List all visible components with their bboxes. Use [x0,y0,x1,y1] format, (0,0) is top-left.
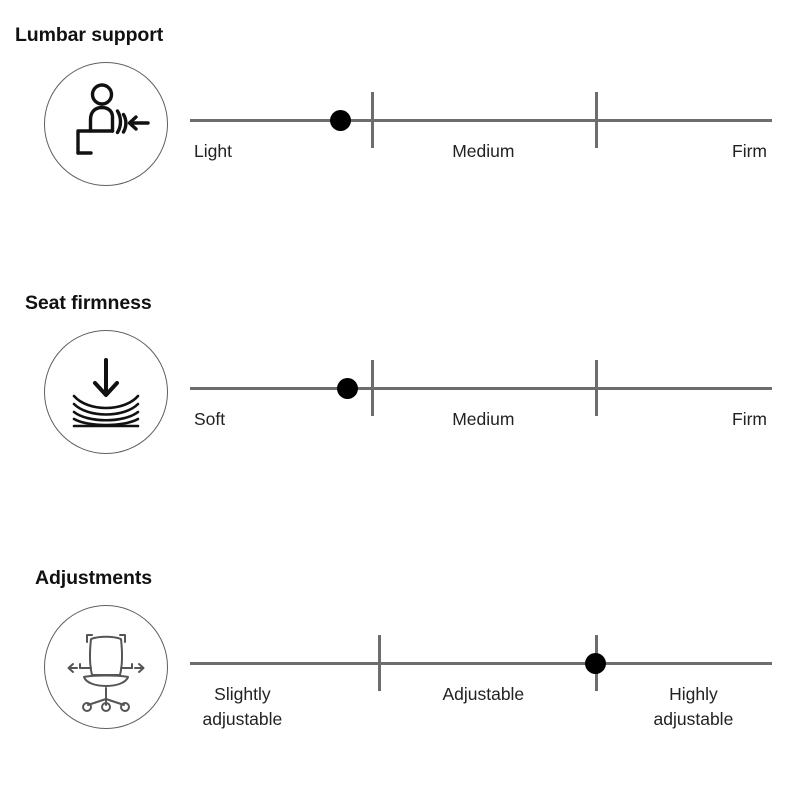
scale-axis [190,119,772,122]
scale-tick-1 [371,92,374,148]
scale-axis [190,387,772,390]
scale-label-low: Light [194,141,232,161]
scale-label-low: Soft [194,409,226,429]
office-chair-adjust-arrows-icon [44,605,168,729]
scale-tick-2 [595,92,598,148]
row-title-seat-firmness: Seat firmness [25,292,152,314]
scale-lumbar-support[interactable]: Light Medium Firm [190,92,772,222]
scale-tick-1 [377,635,381,691]
scale-axis [190,662,772,665]
scale-label-mid: Medium [452,409,515,429]
scale-seat-firmness[interactable]: Soft Medium Firm [190,360,772,490]
scale-tick-2 [595,360,598,416]
spec-row-adjustments: Adjustments [0,543,800,800]
spec-row-lumbar-support: Lumbar support Light Medium Firm [0,0,800,270]
scale-label-mid: Adjustable [442,684,525,704]
scale-label-high: Firm [732,141,767,161]
scale-marker-dot[interactable] [584,652,606,674]
spec-row-seat-firmness: Seat firmness Soft Medium Firm [0,268,800,538]
scale-label-high: Firm [732,409,767,429]
row-title-lumbar-support: Lumbar support [15,24,164,46]
seated-person-lumbar-arrow-icon [44,62,168,186]
scale-tick-1 [371,360,374,416]
down-arrow-cushion-layers-icon [44,330,168,454]
scale-label-mid: Medium [452,141,515,161]
scale-label-low: Slightly adjustable [202,684,283,729]
scale-marker-dot[interactable] [337,377,359,399]
row-title-adjustments: Adjustments [35,567,152,589]
scale-marker-dot[interactable] [330,109,352,131]
scale-adjustments[interactable]: Slightly adjustable Adjustable Highly ad… [190,635,772,765]
scale-label-high: Highly adjustable [653,684,734,729]
